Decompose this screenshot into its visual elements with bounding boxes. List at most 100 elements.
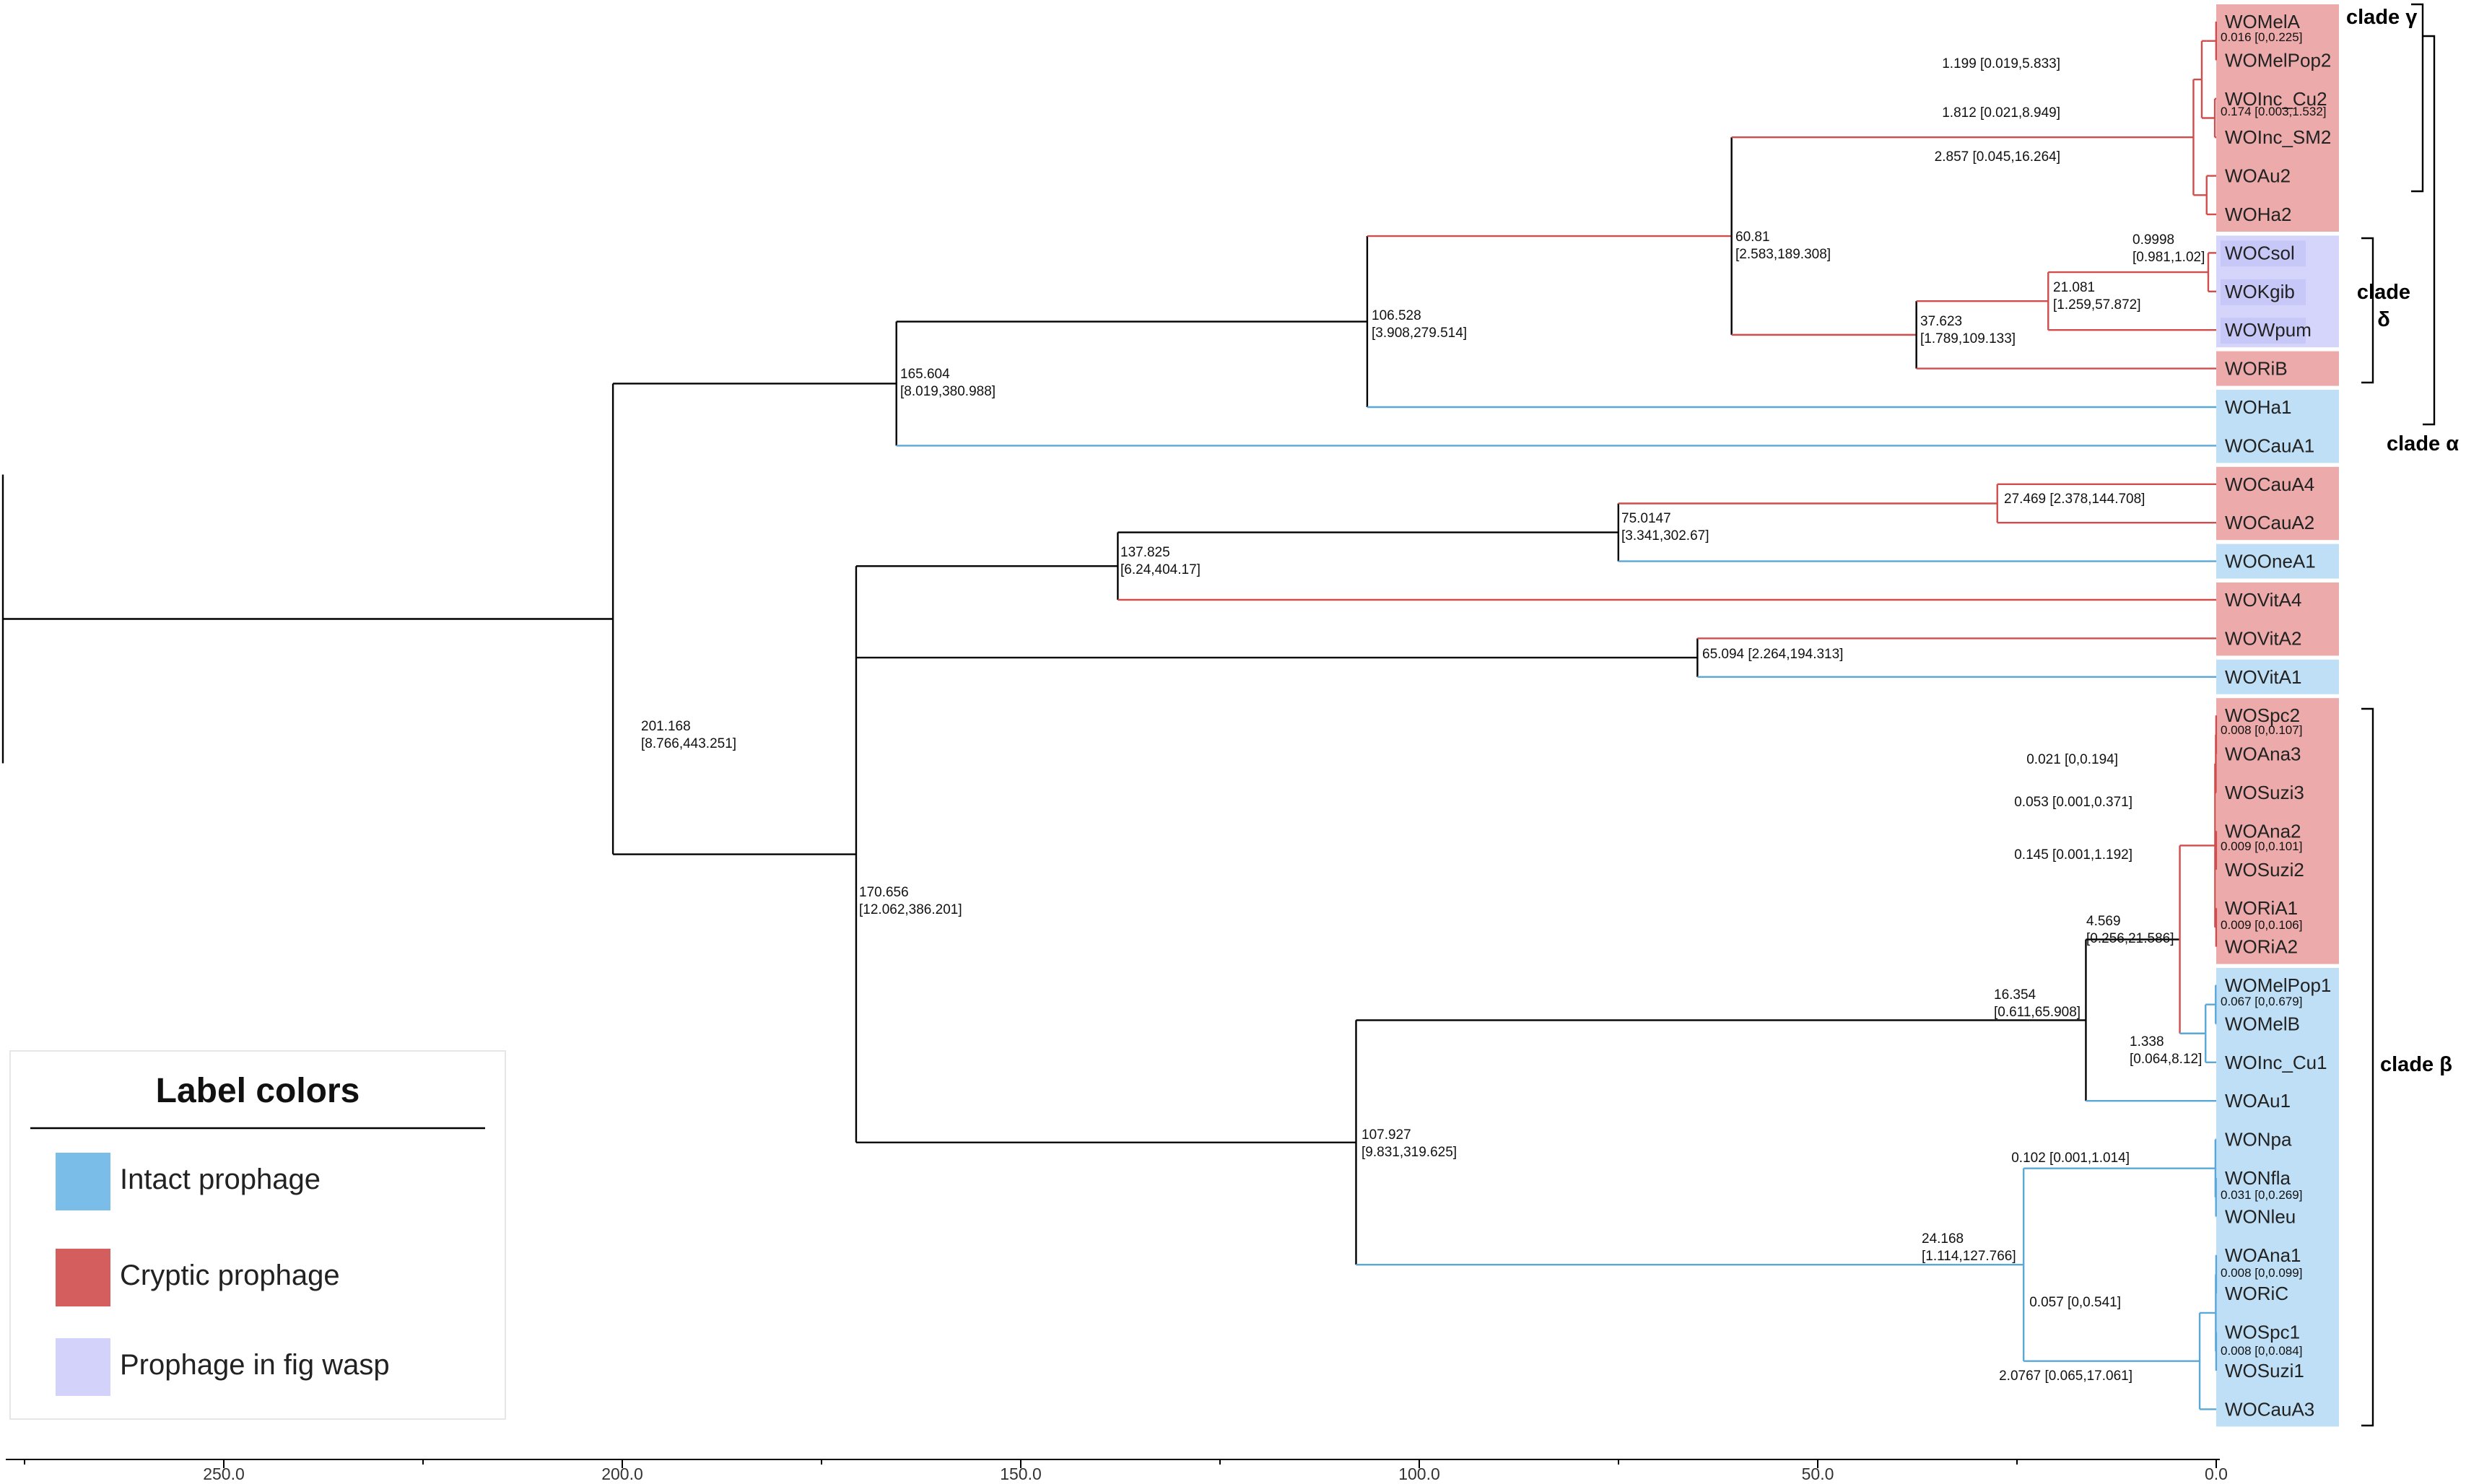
leaf-label-wonfla: WONfla: [2225, 1167, 2291, 1189]
leaf-label-womela: WOMelA: [2225, 11, 2301, 32]
leaf-label-woana3: WOAna3: [2225, 743, 2301, 765]
clade-label: clade β: [2380, 1053, 2452, 1076]
leaf-label-wospc1: WOSpc1: [2225, 1322, 2300, 1343]
leaf-label-wovita4: WOVitA4: [2225, 589, 2301, 611]
leaf-label-womelpop1: WOMelPop1: [2225, 974, 2331, 996]
leaf-label-wovita1: WOVitA1: [2225, 666, 2301, 688]
leaf-label-wonleu: WONleu: [2225, 1205, 2296, 1227]
leaf-label-woana1: WOAna1: [2225, 1244, 2301, 1266]
legend-label-intact: Intact prophage: [120, 1164, 321, 1195]
node-label: 1.199 [0.019,5.833]: [1942, 56, 2060, 71]
node-label-ci: [1.114,127.766]: [1922, 1249, 2016, 1264]
leaf-label-wocaua2: WOCauA2: [2225, 512, 2314, 533]
leaf-label-woria2: WORiA2: [2225, 936, 2298, 958]
leaf-block-bg-2: [2216, 351, 2339, 386]
leaf-label-woinc_sm2: WOInc_SM2: [2225, 126, 2331, 148]
node-label: 21.081: [2053, 280, 2095, 295]
node-label: 106.528: [1372, 308, 1421, 323]
node-label-ci: [3.908,279.514]: [1372, 326, 1467, 341]
leaf-block-bg-7: [2216, 659, 2339, 694]
node-label: 0.053 [0.001,0.371]: [2014, 795, 2132, 810]
figwasp-highlight: [2221, 240, 2306, 267]
figwasp-highlight: [2221, 318, 2306, 344]
leaf-label-womelpop2: WOMelPop2: [2225, 49, 2331, 71]
clade-gamma-bracket: [2411, 3, 2424, 193]
node-label: 0.016 [0,0.225]: [2221, 30, 2302, 44]
node-label-ci: [1.259,57.872]: [2053, 297, 2141, 313]
node-label: 0.102 [0.001,1.014]: [2011, 1151, 2130, 1166]
legend-swatch-intact: [56, 1153, 110, 1210]
leaf-label-wovita2: WOVitA2: [2225, 627, 2301, 649]
node-label: 75.0147: [1621, 511, 1671, 526]
node-label: 1.338: [2130, 1034, 2164, 1049]
leaf-block-bg-5: [2216, 544, 2339, 579]
node-label: 1.812 [0.021,8.949]: [1942, 105, 2060, 121]
leaf-label-wokgib: WOKgib: [2225, 281, 2295, 302]
node-label-ci: [0.256,21.586]: [2086, 931, 2174, 946]
legend-swatch-figwasp: [56, 1338, 110, 1396]
x-axis-tick-label: 150.0: [1000, 1465, 1042, 1483]
leaf-block-bg-6: [2216, 582, 2339, 656]
node-label: 0.009 [0,0.101]: [2221, 839, 2302, 853]
node-label: 0.067 [0,0.679]: [2221, 995, 2302, 1008]
leaf-block-bg-4: [2216, 466, 2339, 541]
clade-brackets: clade γ clade δ clade α clade β: [2346, 3, 2459, 1427]
node-label-ci: [2.583,189.308]: [1735, 247, 1831, 262]
clade-beta-bracket: [2361, 707, 2374, 1427]
node-label: 60.81: [1735, 230, 1770, 245]
leaf-label-wosuzi2: WOSuzi2: [2225, 859, 2304, 881]
node-label: 2.857 [0.045,16.264]: [1935, 149, 2060, 165]
legend-label-figwasp: Prophage in fig wasp: [120, 1349, 390, 1381]
leaf-label-worib: WORiB: [2225, 358, 2288, 380]
node-label: 0.021 [0,0.194]: [2026, 752, 2118, 767]
node-label: 37.623: [1920, 314, 1962, 329]
leaf-label-woha1: WOHa1: [2225, 396, 2291, 418]
leaf-label-womelb: WOMelB: [2225, 1013, 2300, 1034]
leaf-block-bg-8: [2216, 698, 2339, 964]
x-axis-tick-label: 0.0: [2205, 1465, 2228, 1483]
node-labels: 201.168[8.766,443.251]165.604[8.019,380.…: [641, 30, 2327, 1384]
node-label-ci: [8.019,380.988]: [900, 384, 995, 399]
node-label-ci: [0.981,1.02]: [2132, 250, 2205, 265]
leaf-label-wospc2: WOSpc2: [2225, 704, 2300, 726]
leaf-label-woinc_cu1: WOInc_Cu1: [2225, 1052, 2327, 1073]
x-axis-tick-label: 50.0: [1802, 1465, 1834, 1483]
leaf-label-wonpa: WONpa: [2225, 1129, 2292, 1151]
legend: Label colors Intact prophage Cryptic pro…: [9, 1050, 506, 1420]
node-label: 24.168: [1922, 1231, 1964, 1247]
leaf-label-wocaua4: WOCauA4: [2225, 473, 2314, 495]
node-label: 0.031 [0,0.269]: [2221, 1188, 2302, 1202]
node-label: 0.174 [0.003,1.532]: [2221, 105, 2327, 118]
leaf-label-wosuzi1: WOSuzi1: [2225, 1360, 2304, 1382]
node-label: 0.009 [0,0.106]: [2221, 918, 2302, 932]
clade-label: clade γ: [2346, 6, 2418, 29]
leaf-label-woinc_cu2: WOInc_Cu2: [2225, 88, 2327, 110]
clade-label: clade α: [2387, 432, 2459, 455]
clade-delta-bracket: [2361, 237, 2374, 384]
legend-title: Label colors: [156, 1072, 360, 1110]
node-label: 2.0767 [0.065,17.061]: [1999, 1369, 2132, 1384]
leaf-block-bg-3: [2216, 390, 2339, 463]
node-label: 27.469 [2.378,144.708]: [2004, 492, 2145, 507]
leaf-labels: WOMelAWOMelPop2WOInc_Cu2WOInc_SM2WOAu2WO…: [2225, 11, 2331, 1420]
node-label: 170.656: [859, 885, 909, 900]
clade-alpha-bracket: [2423, 35, 2436, 426]
node-label-ci: [3.341,302.67]: [1621, 528, 1709, 544]
leaf-backgrounds: [2216, 4, 2339, 1427]
leaf-label-woric: WORiC: [2225, 1283, 2288, 1304]
node-label: 4.569: [2086, 914, 2121, 929]
leaf-label-woana2: WOAna2: [2225, 820, 2301, 842]
node-label: 0.145 [0.001,1.192]: [2014, 847, 2132, 863]
node-label: 0.008 [0,0.084]: [2221, 1344, 2302, 1358]
leaf-label-wocsol: WOCsol: [2225, 242, 2295, 263]
node-label-ci: [0.064,8.12]: [2130, 1052, 2202, 1067]
clade-label: clade: [2357, 281, 2410, 304]
node-label-ci: [8.766,443.251]: [641, 736, 736, 751]
x-axis-tick-label: 250.0: [203, 1465, 245, 1483]
legend-label-cryptic: Cryptic prophage: [120, 1260, 340, 1291]
node-label: 201.168: [641, 719, 691, 734]
clade-label-line2: δ: [2377, 308, 2390, 331]
figwasp-highlight: [2221, 279, 2306, 305]
